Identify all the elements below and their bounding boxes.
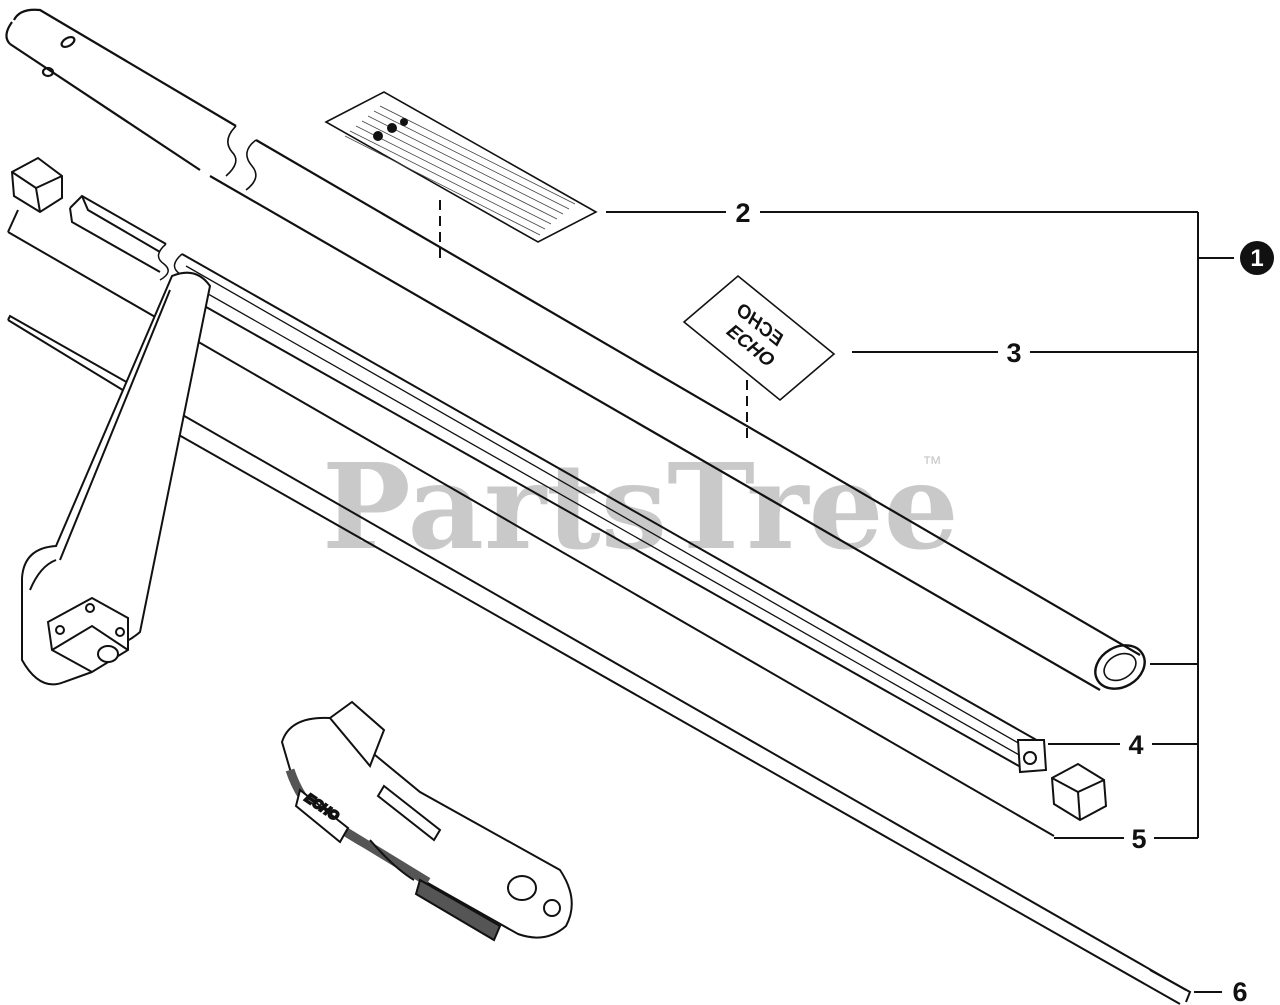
- leader-lines: [606, 211, 1234, 993]
- watermark-tm: ™: [922, 453, 942, 475]
- callout-1[interactable]: 1: [1240, 241, 1274, 275]
- inner-liner[interactable]: [69, 194, 1048, 774]
- outer-tube[interactable]: [5, 8, 1152, 698]
- callout-2[interactable]: 2: [735, 198, 750, 228]
- echo-decal[interactable]: ECHO ECHO: [682, 274, 836, 442]
- callout-4-label: 4: [1128, 730, 1143, 760]
- callout-3-label: 3: [1006, 338, 1021, 368]
- watermark-text: PartsTree: [322, 437, 959, 576]
- collar-bushing-right[interactable]: [1050, 762, 1108, 822]
- watermark: PartsTree ™: [322, 437, 959, 576]
- callout-2-label: 2: [735, 198, 750, 228]
- warning-label-decal[interactable]: [324, 91, 598, 262]
- callout-6-label: 6: [1232, 977, 1247, 1005]
- loop-handle[interactable]: [21, 271, 212, 686]
- callout-5[interactable]: 5: [1131, 824, 1146, 854]
- rear-grip-handle[interactable]: ECHO: [280, 700, 573, 942]
- callout-6[interactable]: 6: [1232, 977, 1247, 1005]
- callout-4[interactable]: 4: [1128, 730, 1143, 760]
- callout-5-label: 5: [1131, 824, 1146, 854]
- drive-shaft[interactable]: [7, 314, 1192, 1005]
- callout-1-label: 1: [1250, 245, 1263, 272]
- callout-3[interactable]: 3: [1006, 338, 1021, 368]
